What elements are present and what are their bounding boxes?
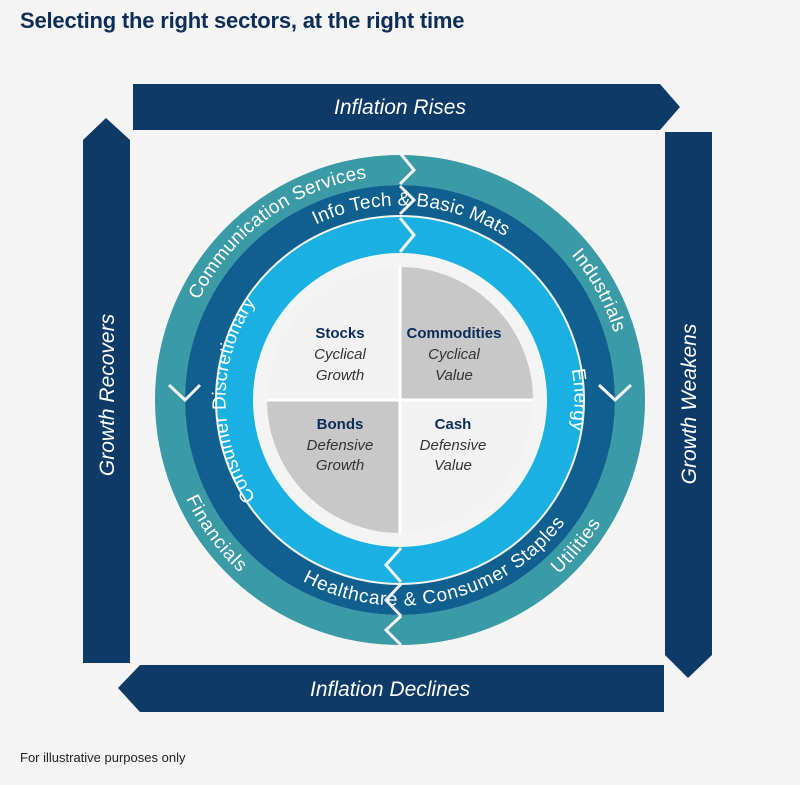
quadrant-commodities-line1: Cyclical [428,346,480,363]
inflation-rises-label: Inflation Rises [334,96,466,119]
quadrant-stocks [267,267,400,400]
center-quadrants [267,267,533,533]
quadrant-bonds-asset: Bonds [317,416,364,433]
quadrant-stocks-line2: Growth [316,367,364,384]
quadrant-stocks-line1: Cyclical [314,346,366,363]
quadrant-bonds [267,400,400,533]
inner-ring-label-energy: Energy [567,367,591,433]
outer-ring [155,155,645,645]
quadrant-bonds-line2: Growth [316,457,364,474]
ring-chevrons [167,152,633,647]
inner-ring [217,217,583,583]
frame-arrows [83,84,712,712]
right-arrow [665,132,712,678]
quadrant-stocks-asset: Stocks [315,325,364,342]
quadrant-commodities-asset: Commodities [406,325,501,342]
quadrant-cash [400,400,533,533]
growth-recovers-label: Growth Recovers [96,313,119,476]
quadrant-commodities-line2: Value [435,367,473,384]
quadrant-cash-line2: Value [434,457,472,474]
quadrant-cash-asset: Cash [435,416,472,433]
inflation-declines-label: Inflation Declines [310,678,470,701]
left-arrow [83,118,130,663]
page-title: Selecting the right sectors, at the righ… [20,8,465,33]
quadrant-bonds-line1: Defensive [307,437,374,454]
quadrant-commodities [400,267,533,400]
growth-weakens-label: Growth Weakens [678,323,701,484]
footnote: For illustrative purposes only [20,750,186,765]
top-arrow [133,84,680,130]
middle-ring [185,185,615,615]
bottom-arrow [118,665,664,712]
quadrant-cash-line1: Defensive [420,437,487,454]
